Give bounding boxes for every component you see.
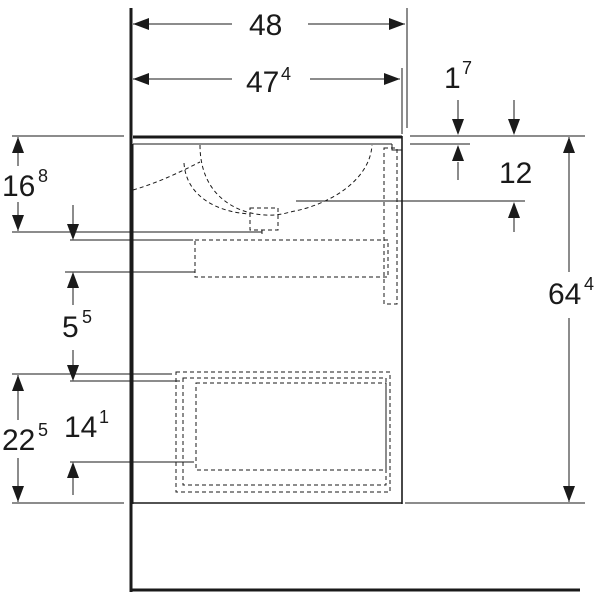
arrowhead bbox=[67, 462, 79, 478]
arrowhead bbox=[67, 224, 79, 240]
dim-label-sup: 7 bbox=[462, 58, 472, 78]
dim-label-sup: 8 bbox=[38, 166, 48, 186]
dim-label-sup: 4 bbox=[281, 64, 291, 84]
arrowhead bbox=[384, 73, 400, 85]
dim-inner-width: 47 4 bbox=[133, 64, 400, 99]
arrowhead bbox=[133, 73, 149, 85]
dim-drain-height: 16 8 bbox=[2, 137, 48, 231]
arrowhead bbox=[389, 18, 405, 30]
arrowhead bbox=[67, 365, 79, 381]
upper-drawer bbox=[194, 239, 389, 278]
countertop-corner bbox=[391, 144, 402, 151]
arrowhead bbox=[12, 215, 24, 231]
arrowhead bbox=[563, 137, 575, 153]
arrowhead bbox=[12, 137, 24, 153]
dim-label: 5 bbox=[62, 311, 79, 344]
lower-drawer-outer bbox=[175, 371, 391, 493]
dim-label-sup: 5 bbox=[82, 307, 92, 327]
dim-label-sup: 5 bbox=[38, 420, 48, 440]
arrowhead bbox=[508, 202, 520, 218]
arrowhead bbox=[452, 145, 464, 161]
dim-label: 14 bbox=[64, 411, 97, 444]
arrowhead bbox=[12, 486, 24, 502]
basin-outline bbox=[199, 144, 373, 216]
hidden-lines bbox=[132, 144, 398, 493]
dim-total-width: 48 bbox=[133, 9, 405, 42]
dim-top-offset: 1 7 bbox=[444, 58, 520, 180]
drain-fitting bbox=[249, 207, 279, 231]
dim-label: 47 bbox=[246, 66, 279, 99]
dim-label-sup: 4 bbox=[584, 274, 594, 294]
arrowhead bbox=[452, 119, 464, 135]
dim-basin-depth: 12 bbox=[499, 157, 532, 232]
dim-drawer-gap: 5 5 bbox=[62, 205, 92, 381]
arrowhead bbox=[508, 119, 520, 135]
lower-drawer-mid bbox=[182, 377, 387, 486]
drawer-runner-top bbox=[383, 147, 398, 305]
lower-drawer-inner bbox=[195, 382, 387, 471]
cabinet bbox=[131, 135, 403, 504]
dim-lower-height: 22 5 bbox=[2, 375, 48, 502]
dim-label: 48 bbox=[249, 9, 282, 42]
extension-lines bbox=[12, 8, 585, 504]
arrowhead bbox=[133, 18, 149, 30]
dim-drawer-inner: 14 1 bbox=[64, 407, 109, 495]
dim-total-height: 64 4 bbox=[548, 137, 594, 502]
arrowhead bbox=[12, 375, 24, 391]
arrowhead bbox=[67, 272, 79, 288]
dim-label-sup: 1 bbox=[99, 407, 109, 427]
basin-inner-bowl bbox=[183, 162, 251, 215]
basin-rim-curve bbox=[132, 161, 201, 191]
arrowhead bbox=[563, 486, 575, 502]
dim-label: 22 bbox=[2, 424, 35, 457]
dim-label: 12 bbox=[499, 157, 532, 190]
wall-and-floor bbox=[129, 8, 580, 592]
dim-label: 1 bbox=[444, 62, 461, 95]
dim-label: 64 bbox=[548, 278, 581, 311]
dim-label: 16 bbox=[2, 170, 35, 203]
